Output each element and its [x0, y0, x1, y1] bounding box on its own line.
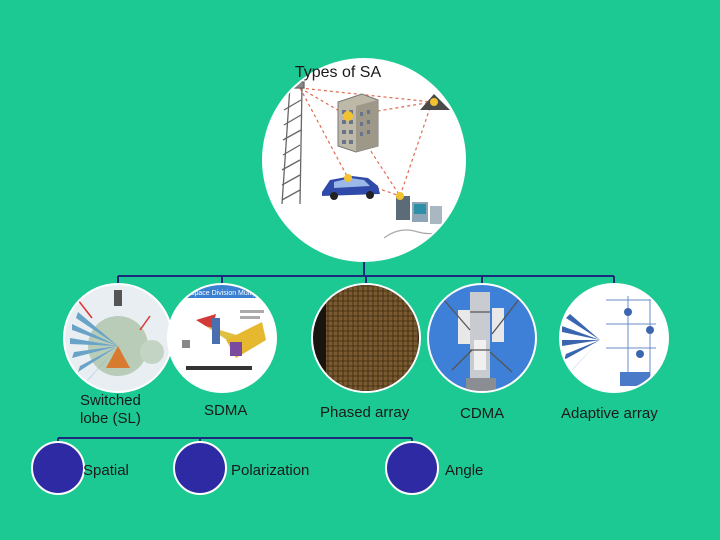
label-spatial: Spatial: [83, 462, 129, 479]
switched-lobe-illustration: [65, 285, 171, 391]
sdma-banner-text: Space Division Multiple: [190, 290, 262, 297]
label-adaptive-array: Adaptive array: [561, 405, 658, 422]
child-node-switched-lobe: [63, 283, 173, 393]
child-node-adaptive-array: [559, 283, 669, 393]
computer-terminals-icon: [383, 192, 445, 239]
sub-node-polarization: [173, 441, 227, 495]
root-title: Types of SA: [295, 64, 382, 81]
building-icon: [337, 93, 379, 153]
label-switched-lobe: Switched lobe (SL): [80, 392, 141, 427]
label-polarization: Polarization: [231, 462, 310, 479]
child-node-phased-array: [311, 283, 421, 393]
car-icon: [322, 174, 380, 200]
mountain-icon: [420, 94, 450, 110]
sub-node-spatial: [31, 441, 85, 495]
sdma-illustration: Space Division Multiple: [169, 285, 275, 391]
sub-node-angle: [385, 441, 439, 495]
label-sdma: SDMA: [204, 402, 248, 419]
label-phased-array: Phased array: [320, 404, 410, 421]
child-node-cdma: [427, 283, 537, 393]
connector-lines: [57, 262, 615, 444]
child-node-sdma: Space Division Multiple: [167, 283, 277, 393]
adaptive-array-diagram: [561, 285, 667, 391]
phased-array-photo: [313, 285, 419, 391]
label-angle: Angle: [445, 462, 484, 479]
label-cdma: CDMA: [460, 405, 505, 422]
cdma-tower-photo: [429, 285, 535, 391]
wireless-network-illustration: [264, 60, 464, 260]
root-node: Types of SA: [262, 58, 466, 262]
